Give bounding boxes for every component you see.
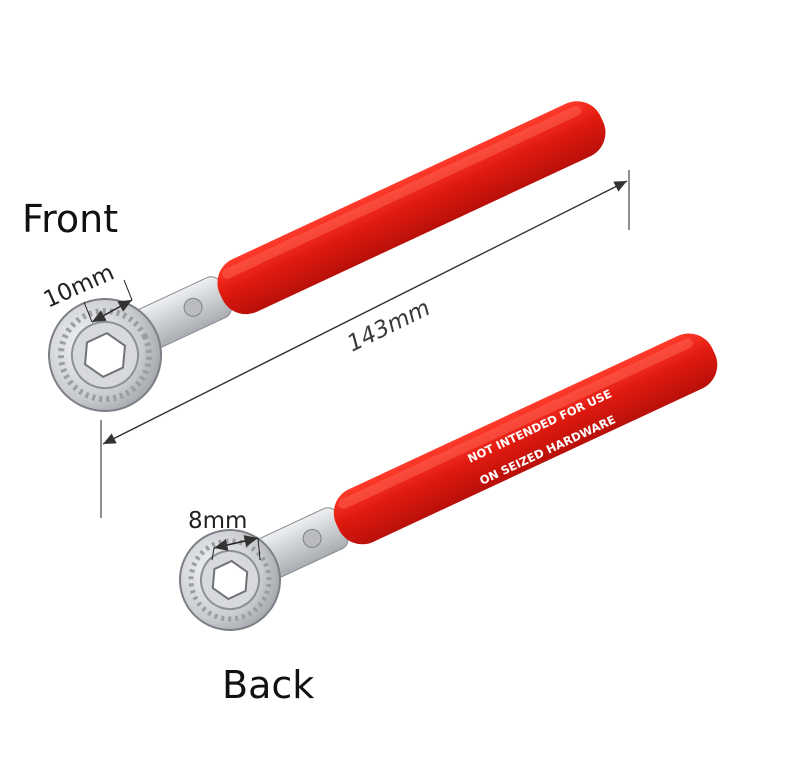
back-label: Back — [222, 663, 314, 707]
back-opening-dimension-line — [213, 535, 259, 551]
length-label: 143mm — [343, 295, 434, 357]
front-opening-dimension-line — [91, 299, 133, 323]
length-dimension-line — [102, 180, 628, 445]
back-wrench-rivet — [302, 528, 322, 548]
back-wrench-hex-socket — [211, 559, 249, 601]
back-wrench — [179, 333, 718, 631]
front-label: Front — [22, 197, 118, 241]
front-wrench — [48, 101, 606, 412]
back-opening-label: 8mm — [188, 508, 247, 534]
